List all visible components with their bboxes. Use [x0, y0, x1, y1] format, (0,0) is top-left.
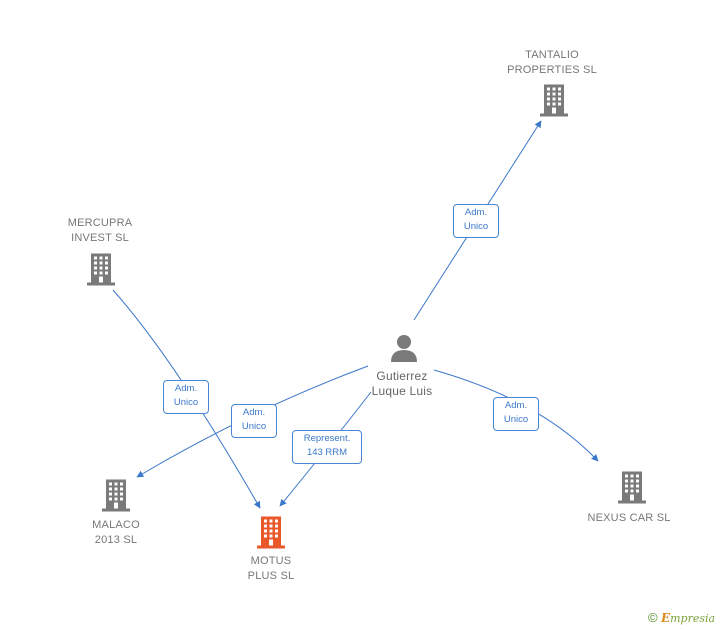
node-label-mercupra[interactable]: MERCUPRA INVEST SL [67, 217, 133, 244]
building-icon[interactable] [87, 253, 115, 286]
edge-label-to-tantalio: Adm. Unico [453, 204, 499, 238]
brand-text: mpresia [670, 612, 716, 625]
node-label-nexus[interactable]: NEXUS CAR SL [587, 512, 671, 524]
node-label-malaco[interactable]: MALACO 2013 SL [92, 519, 140, 546]
copyright-icon: © [648, 610, 658, 625]
edge-label-to-nexus: Adm. Unico [493, 397, 539, 431]
building-icon[interactable] [102, 479, 130, 512]
edge-label-mercupra-to-motus: Adm. Unico [163, 380, 209, 414]
node-label-motus[interactable]: MOTUS PLUS SL [247, 555, 295, 582]
node-label-person[interactable]: Gutierrez Luque Luis [371, 369, 433, 398]
node-label-tantalio[interactable]: TANTALIO PROPERTIES SL [507, 49, 597, 76]
edge-mercupra-to-motus [112, 289, 261, 509]
person-icon[interactable] [391, 335, 417, 362]
empresia-logo: © Empresia [648, 610, 715, 625]
brand-initial: E [660, 611, 671, 625]
building-icon[interactable] [618, 471, 646, 504]
edge-label-to-motus: Represent. 143 RRM [292, 430, 362, 464]
edge-label-to-malaco: Adm. Unico [231, 404, 277, 438]
building-icon[interactable] [540, 84, 568, 117]
building-icon[interactable] [257, 516, 285, 549]
